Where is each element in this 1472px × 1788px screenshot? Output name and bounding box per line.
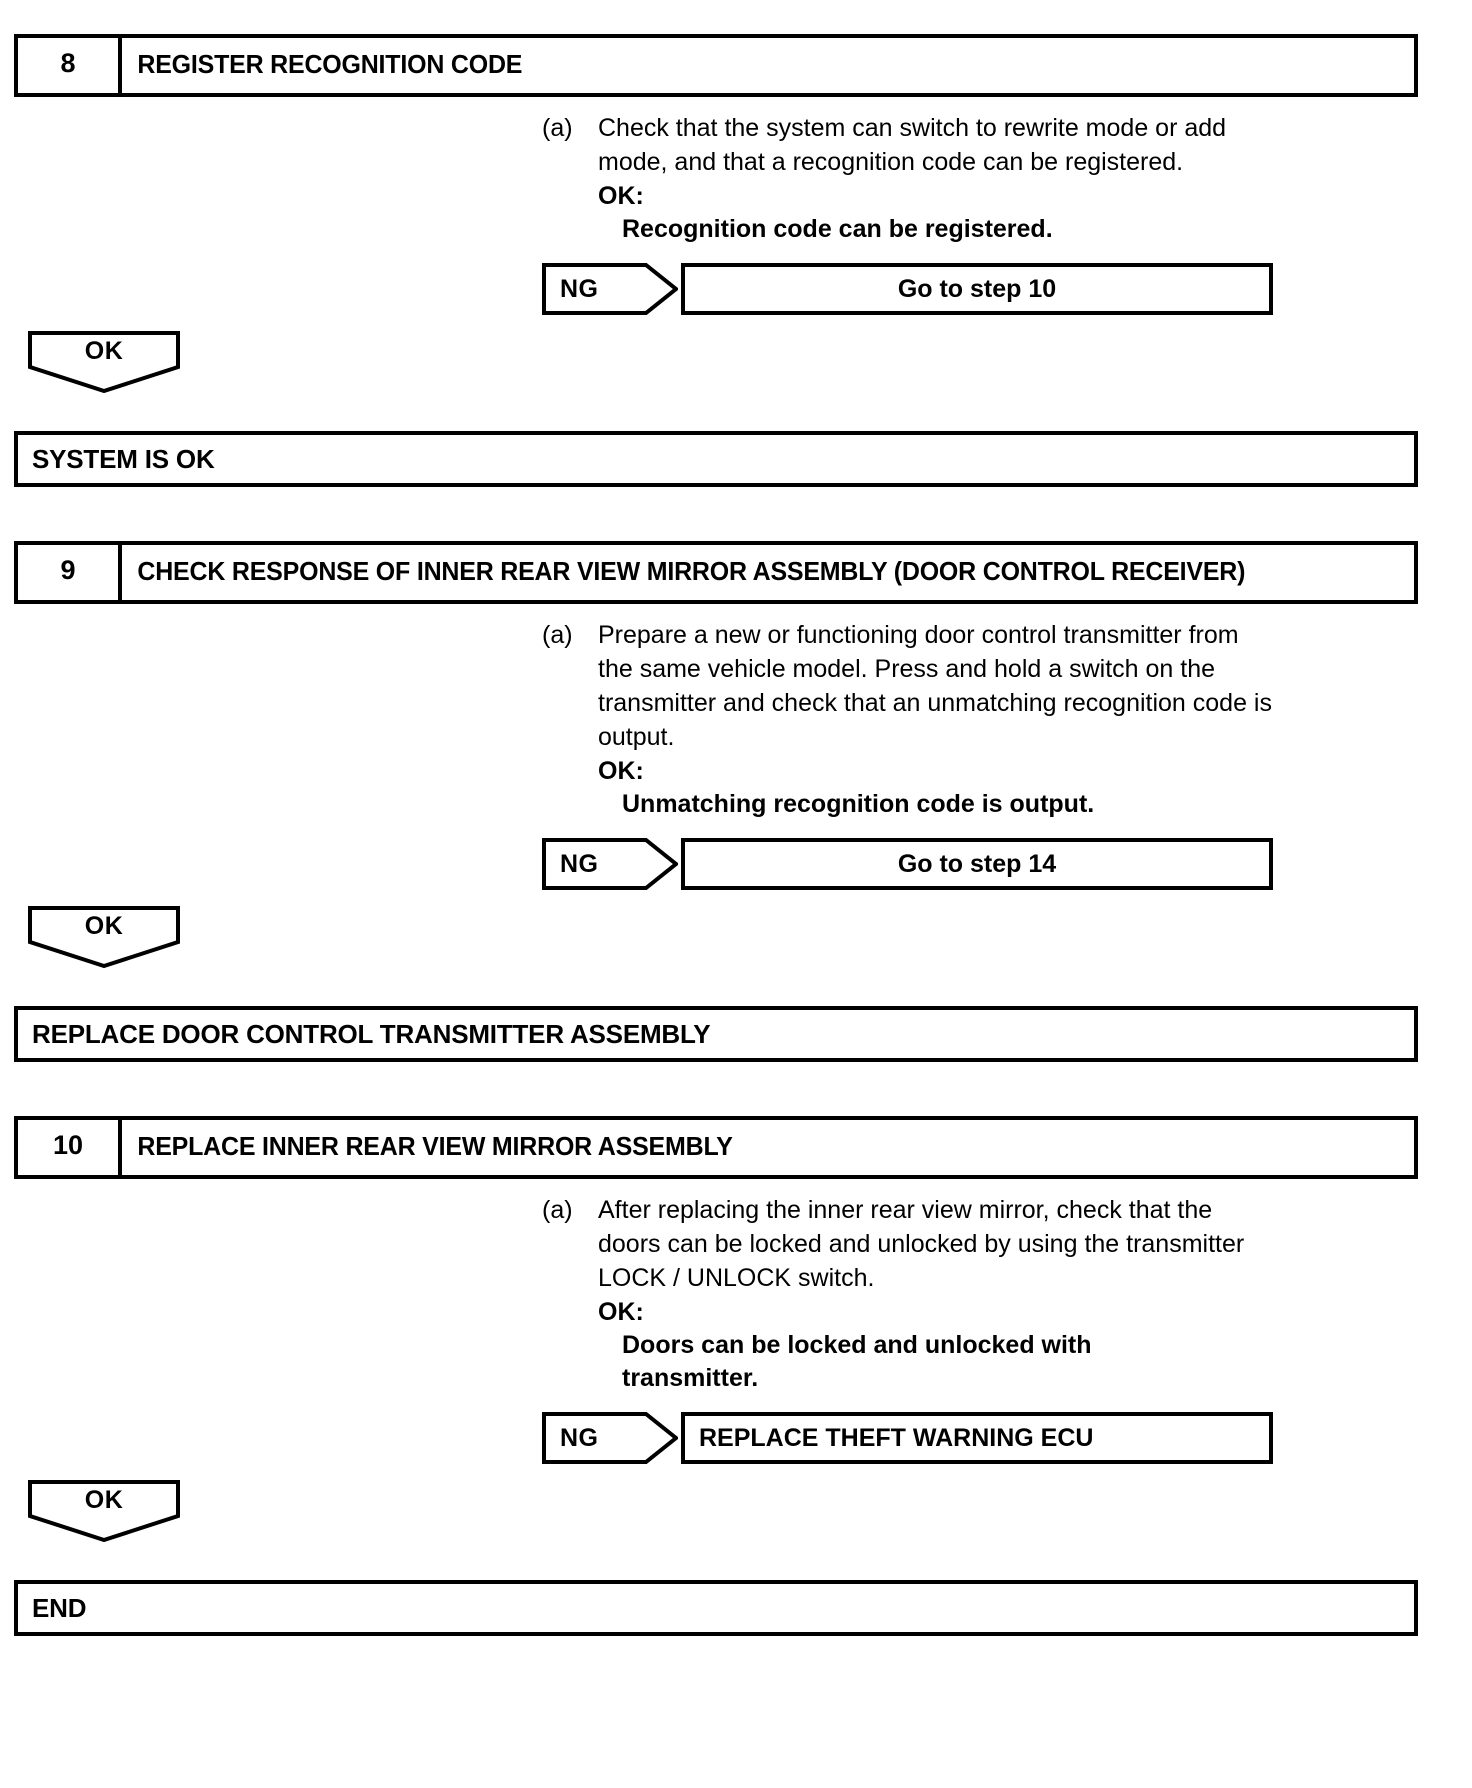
ok-value-8: Recognition code can be registered.: [622, 214, 1053, 243]
step-title-10: REPLACE INNER REAR VIEW MIRROR ASSEMBLY: [137, 1131, 733, 1162]
ng-row-8: NG Go to step 10: [542, 263, 1454, 316]
step-body-10: (a) After replacing the inner rear view …: [542, 1179, 1278, 1394]
terminal-replace-door-control-transmitter: REPLACE DOOR CONTROL TRANSMITTER ASSEMBL…: [14, 1006, 1418, 1063]
step-header-9: 9 CHECK RESPONSE OF INNER REAR VIEW MIRR…: [14, 541, 1418, 604]
step-header-10: 10 REPLACE INNER REAR VIEW MIRROR ASSEMB…: [14, 1116, 1418, 1180]
ok-value-9: Unmatching recognition code is output.: [622, 789, 1095, 818]
instruction-text-8a: Check that the system can switch to rewr…: [598, 113, 1227, 176]
ok-connector-label-8: OK: [84, 337, 124, 366]
step-body-9: (a) Prepare a new or functioning door co…: [542, 604, 1278, 821]
ng-connector-9: NG: [542, 838, 678, 891]
ok-connector-label-10: OK: [84, 1486, 124, 1515]
step-title-9: CHECK RESPONSE OF INNER REAR VIEW MIRROR…: [137, 556, 1246, 587]
instruction-9a: (a) Prepare a new or functioning door co…: [542, 618, 1278, 754]
instruction-text-10a: After replacing the inner rear view mirr…: [598, 1196, 1245, 1293]
step-body-8: (a) Check that the system can switch to …: [542, 97, 1278, 246]
instruction-marker-9a: (a): [542, 620, 573, 649]
instruction-10a: (a) After replacing the inner rear view …: [542, 1193, 1278, 1295]
ok-value-10: Doors can be locked and unlocked with tr…: [622, 1331, 1092, 1392]
ng-result-box-10: REPLACE THEFT WARNING ECU: [681, 1412, 1273, 1465]
instruction-8a: (a) Check that the system can switch to …: [542, 111, 1278, 179]
instruction-marker-8a: (a): [542, 113, 573, 142]
ok-connector-9: OK: [28, 906, 180, 969]
step-header-8: 8 REGISTER RECOGNITION CODE: [14, 34, 1418, 97]
ng-connector-label-10: NG: [560, 1423, 599, 1452]
step-number-8: 8: [18, 38, 122, 93]
ok-label-10: OK:: [598, 1298, 644, 1327]
terminal-end: END: [14, 1580, 1418, 1637]
ng-row-10: NG REPLACE THEFT WARNING ECU: [542, 1412, 1454, 1465]
ok-connector-label-9: OK: [84, 912, 124, 941]
ng-result-box-8: Go to step 10: [681, 263, 1273, 316]
ng-result-box-9: Go to step 14: [681, 838, 1273, 891]
step-title-8: REGISTER RECOGNITION CODE: [137, 49, 523, 79]
ng-connector-8: NG: [542, 263, 678, 316]
instruction-text-9a: Prepare a new or functioning door contro…: [598, 620, 1272, 751]
ng-row-9: NG Go to step 14: [542, 838, 1454, 891]
ng-connector-label-8: NG: [560, 274, 599, 303]
ng-connector-10: NG: [542, 1412, 678, 1465]
step-number-9: 9: [18, 545, 122, 600]
ok-connector-10: OK: [28, 1480, 180, 1543]
ng-connector-label-9: NG: [560, 849, 599, 878]
ok-connector-8: OK: [28, 331, 180, 394]
terminal-system-is-ok: SYSTEM IS OK: [14, 431, 1418, 488]
instruction-marker-10a: (a): [542, 1196, 573, 1225]
ok-label-8: OK:: [598, 181, 644, 210]
ok-label-9: OK:: [598, 756, 644, 785]
step-number-10: 10: [18, 1120, 122, 1176]
